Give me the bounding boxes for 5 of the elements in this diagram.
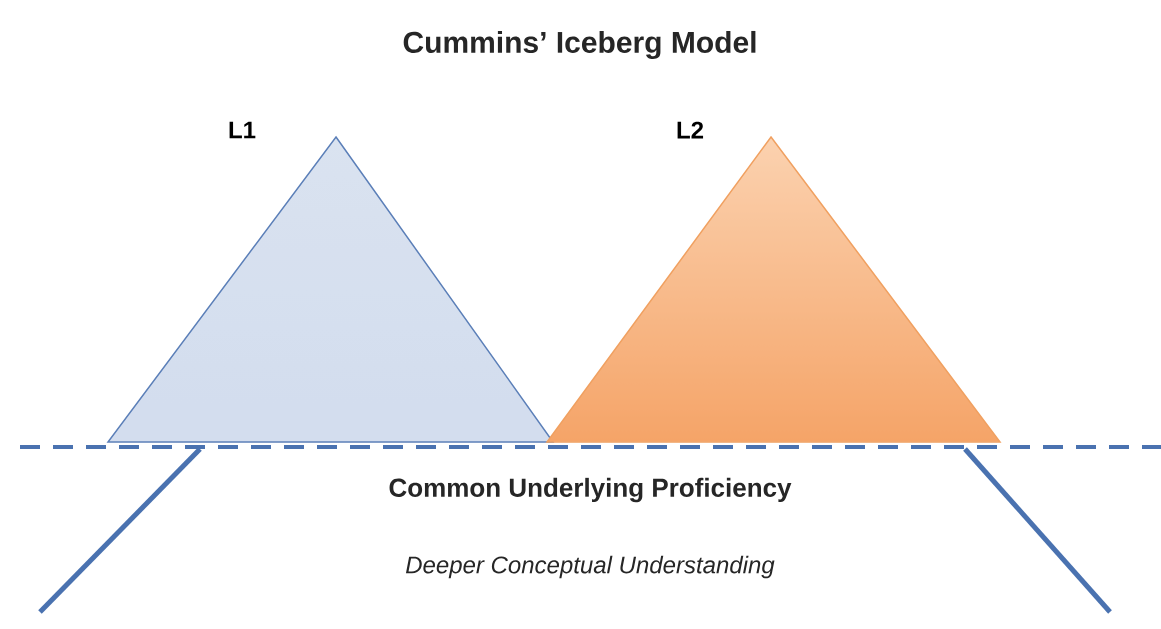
title: Cummins’ Iceberg Model — [403, 30, 756, 60]
triangle-label: L1 — [229, 121, 256, 139]
triangle-label: L2 — [677, 121, 704, 139]
base-heading: Common Underlying Proficiency — [389, 477, 792, 503]
base-text: Deeper Conceptual Understanding — [405, 555, 775, 579]
